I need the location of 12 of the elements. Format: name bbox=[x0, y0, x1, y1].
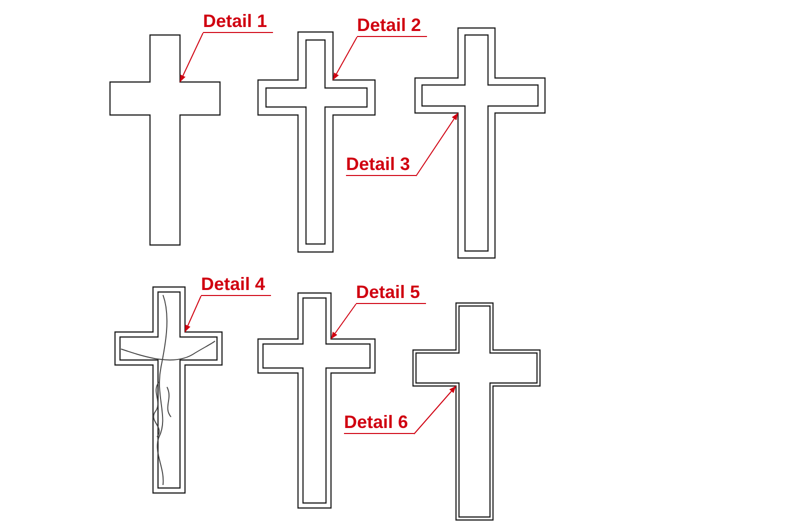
callout-label: Detail 5 bbox=[356, 282, 426, 304]
leader-line bbox=[184, 296, 202, 332]
callout-label: Detail 2 bbox=[357, 15, 428, 37]
leader-line bbox=[180, 32, 204, 82]
callout-label: Detail 1 bbox=[203, 11, 274, 33]
leader-line bbox=[414, 386, 456, 434]
leader-line bbox=[330, 304, 356, 340]
callout-label: Detail 3 bbox=[346, 154, 416, 176]
callout-label: Detail 6 bbox=[344, 412, 414, 434]
callout-label: Detail 4 bbox=[201, 274, 272, 296]
leader-line bbox=[332, 36, 358, 80]
leader-line bbox=[416, 112, 458, 176]
